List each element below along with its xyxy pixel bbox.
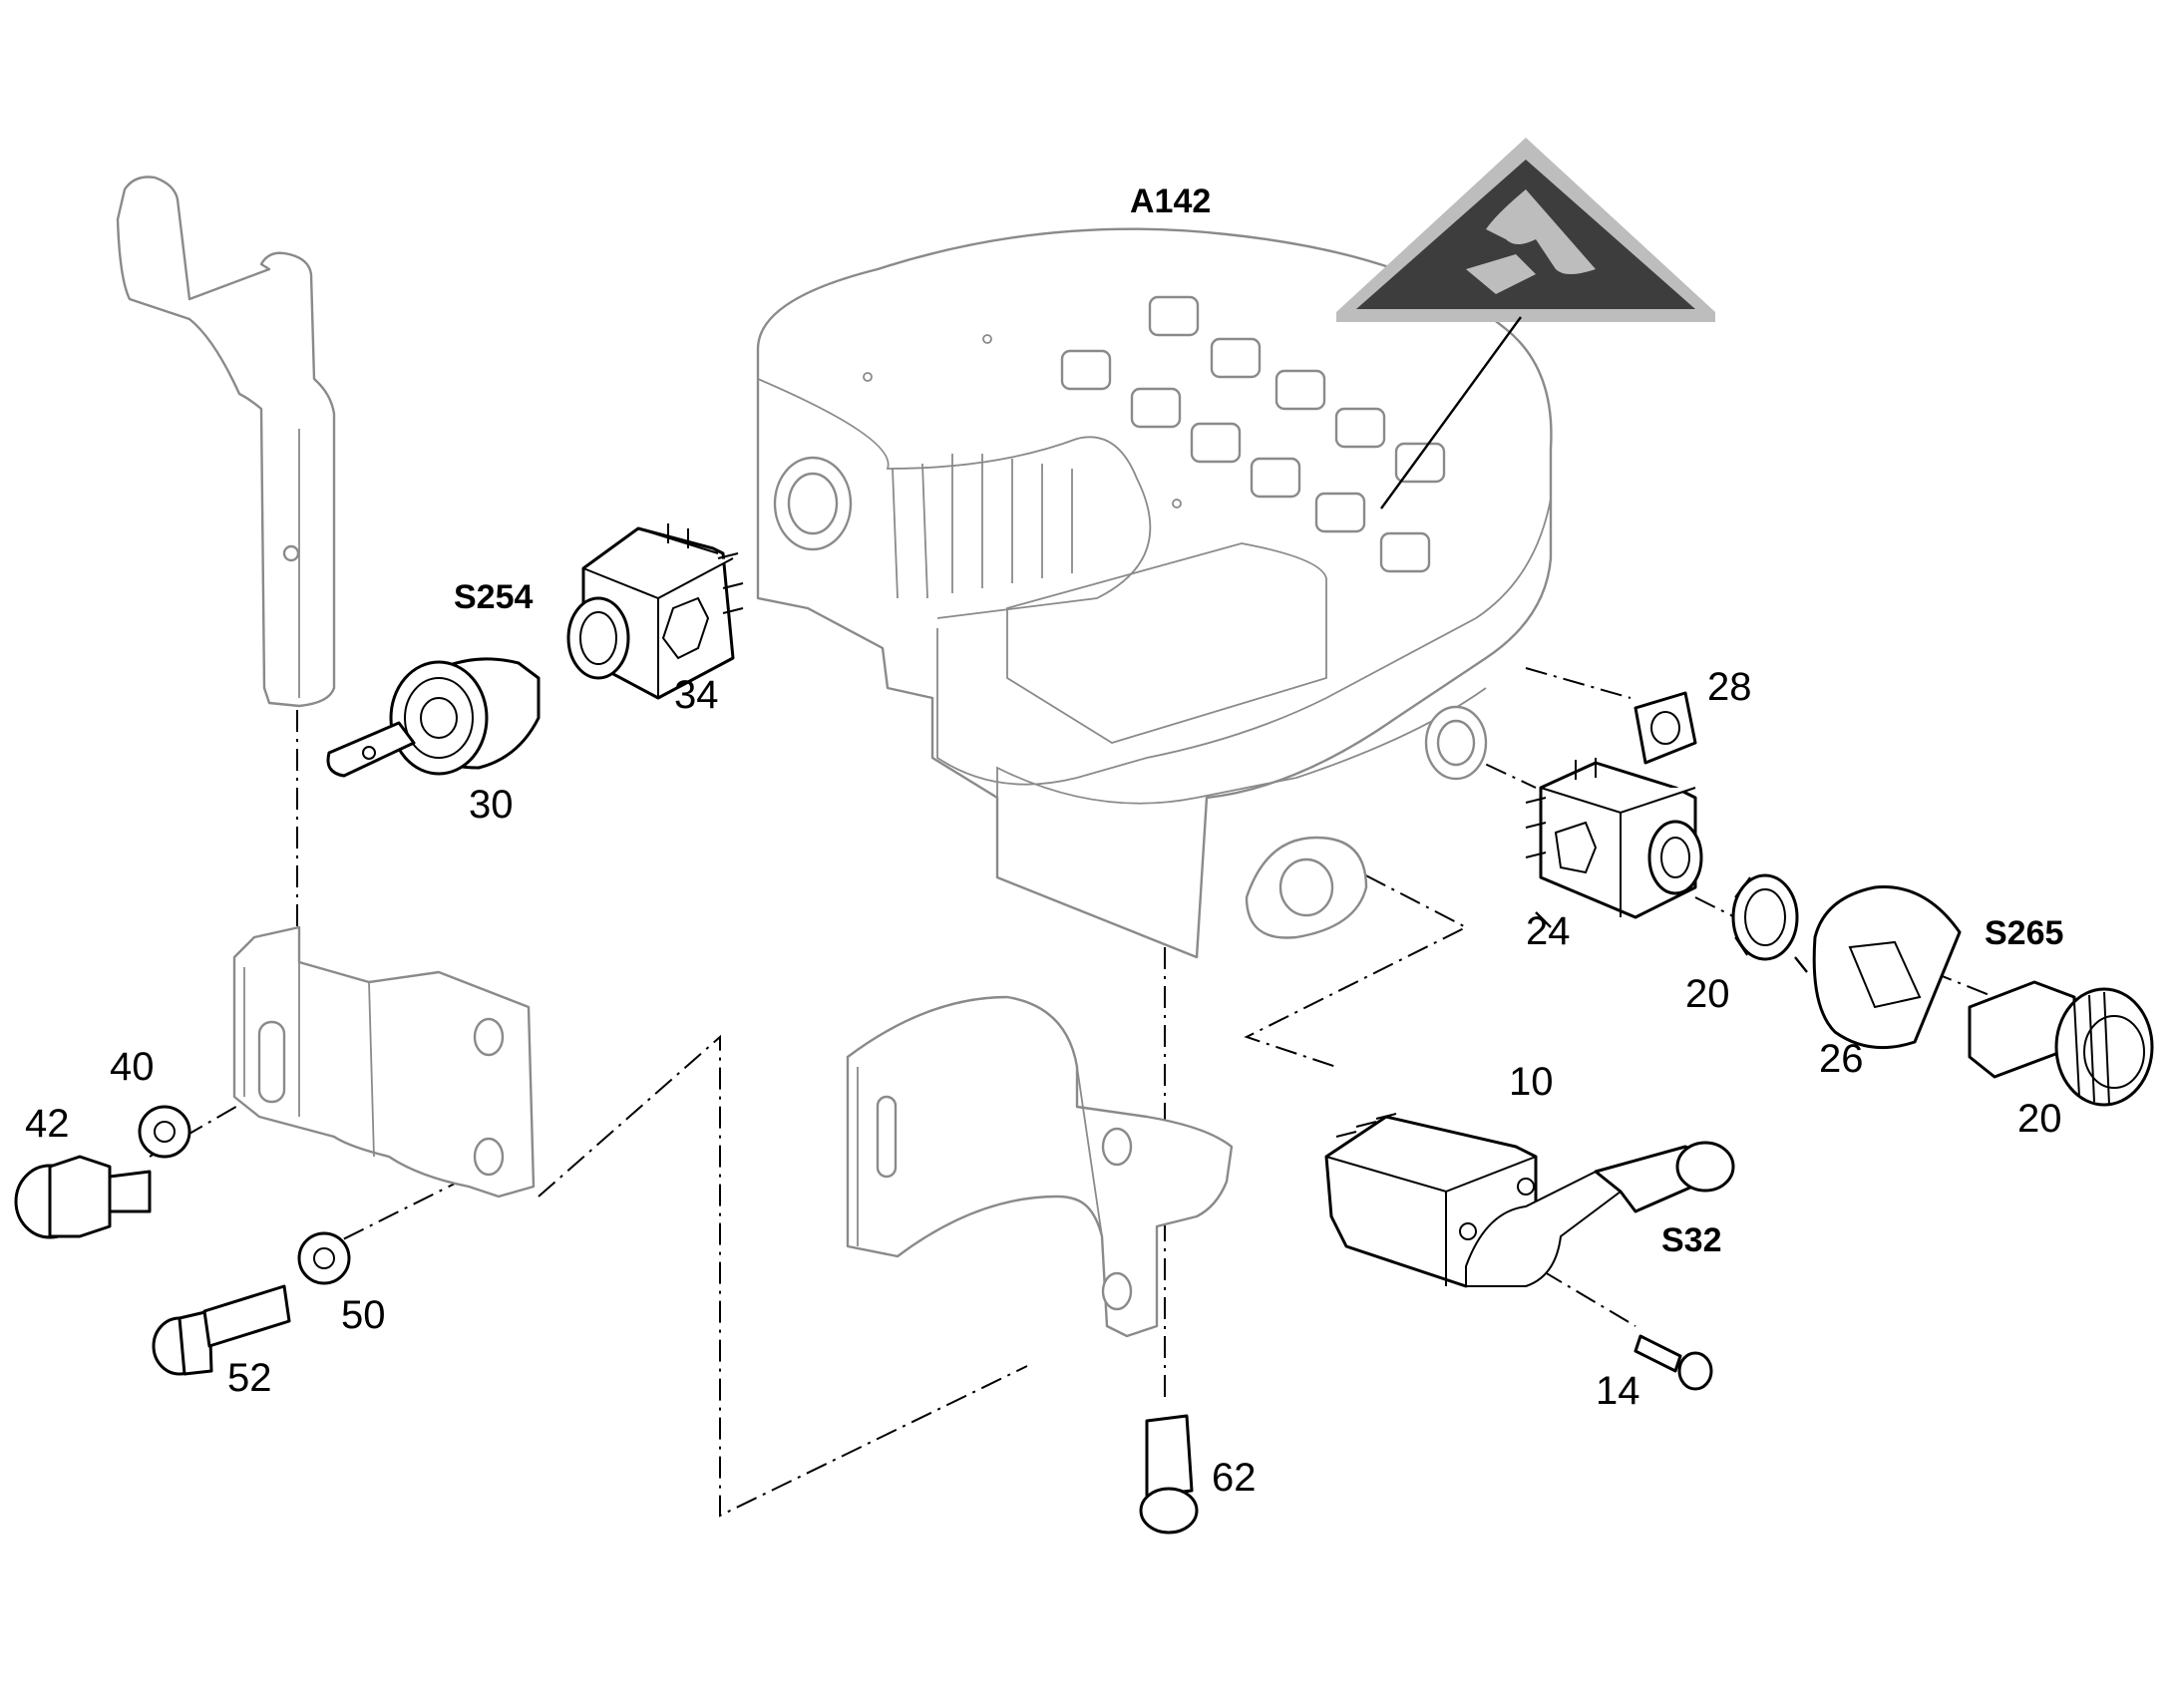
nut-20 [1731,873,1799,961]
callout-10: 10 [1509,1060,1554,1104]
label-a142: A142 [1130,182,1211,220]
callout-20-button: 20 [2017,1097,2062,1141]
label-s265: S265 [1985,914,2063,952]
washer-40 [138,1105,191,1159]
switch-block-24 [1525,758,1703,919]
sleeve-26 [1812,885,1962,1050]
callout-14: 14 [1596,1369,1640,1413]
callout-30: 30 [469,783,514,827]
cap-screw-62 [1139,1414,1199,1535]
callout-50: 50 [341,1293,386,1337]
toggle-switch-10 [1324,1113,1735,1288]
label-s32: S32 [1661,1221,1722,1259]
control-box-a142 [756,227,1553,959]
callout-40: 40 [110,1045,155,1089]
screw-14 [1634,1334,1713,1391]
plate-28 [1634,691,1697,765]
callout-34: 34 [674,673,719,717]
thumb-screw-42 [14,1155,152,1239]
key-switch-30 [326,657,541,778]
callout-28: 28 [1707,665,1752,709]
center-bracket [846,995,1234,1338]
left-bracket [232,925,536,1198]
label-s254: S254 [454,578,533,616]
wrench-part [116,175,336,708]
callout-24: 24 [1526,909,1571,953]
callout-42: 42 [25,1102,70,1146]
esd-warning-icon [1336,138,1715,510]
callout-62: 62 [1212,1456,1257,1500]
cap-screw-52 [152,1284,291,1376]
button-20 [1968,980,2154,1107]
labels: A142 S254 S265 S32 10 14 20 20 24 26 28 … [25,182,2063,1500]
switch-block-34 [566,523,744,700]
callout-52: 52 [227,1356,272,1400]
callout-20-nut: 20 [1685,972,1730,1016]
callout-26: 26 [1819,1037,1864,1081]
washer-50 [297,1231,351,1285]
